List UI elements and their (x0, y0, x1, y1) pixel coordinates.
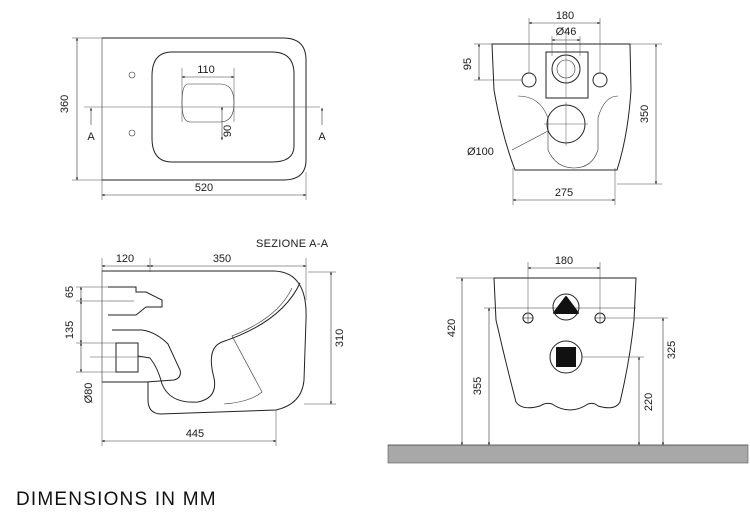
bowl-outline-rear (491, 43, 632, 171)
dim-base-width: 275 (555, 187, 573, 199)
section-mark-left: A (87, 131, 95, 143)
dim-rim-height: 355 (472, 377, 484, 395)
seat-hole-bottom (128, 129, 136, 137)
bowl-opening-top (151, 51, 295, 163)
dim-depth: 360 (59, 95, 71, 113)
dim-outlet-diameter-section: Ø80 (83, 383, 95, 404)
outlet-symbol (556, 347, 576, 367)
front-view: 180 420 355 325 220 (387, 255, 749, 464)
bowl-cavity-section (137, 282, 301, 403)
dim-height-rear: 350 (639, 105, 651, 123)
dim-seat-width: 110 (197, 64, 215, 76)
dim-outlet-height: 220 (643, 393, 655, 411)
trap-inner-section (223, 287, 293, 405)
outlet-pipe-section (112, 329, 181, 383)
section-mark-right: A (318, 131, 326, 143)
dim-outlet-diameter-rear: Ø100 (467, 146, 494, 158)
rear-view: 180 Ø46 95 350 Ø100 275 (462, 10, 662, 205)
dim-fixing-spacing-rear: 180 (556, 10, 574, 22)
dim-inlet-height-rear: 95 (462, 58, 474, 70)
dim-seat-depth: 90 (222, 125, 234, 137)
leader-outlet-diameter (511, 130, 549, 151)
dim-fixing-height: 325 (666, 341, 678, 359)
dim-outlet-offset: 135 (64, 321, 76, 339)
dim-fixing-spacing-front: 180 (555, 255, 573, 267)
fixing-hole-right-rear (592, 72, 608, 88)
dim-height-section: 310 (334, 329, 346, 347)
dim-inlet-height-section: 65 (64, 286, 76, 298)
seat-hole-top (128, 71, 136, 79)
floor (387, 444, 749, 464)
flush-symbol (553, 296, 579, 314)
dim-width: 520 (195, 182, 213, 194)
section-view: SEZIONE A-A 120 350 65 135 Ø80 310 44 (64, 238, 346, 446)
caption-dimensions: DIMENSIONS IN MM (16, 489, 217, 510)
fixing-hole-left-rear (521, 72, 537, 88)
inlet-pipe-section (108, 286, 163, 316)
dim-inlet-diameter: Ø46 (556, 26, 577, 38)
flush-symbol-ring (552, 293, 580, 321)
bowl-outline-section (102, 270, 307, 415)
dim-front-length: 350 (213, 253, 231, 265)
bowl-outline-top (102, 37, 307, 181)
inlet-block-rear (545, 51, 589, 99)
dim-rear-offset: 120 (116, 253, 134, 265)
dim-total-length: 445 (186, 428, 204, 440)
section-title: SEZIONE A-A (256, 238, 329, 250)
dim-total-height: 420 (446, 319, 458, 337)
top-view: 110 90 360 520 A A (59, 37, 326, 200)
bowl-inner-top (181, 83, 235, 123)
bowl-inner-rear (517, 95, 619, 169)
bowl-outline-front (493, 277, 637, 411)
outlet-mouth-section (115, 342, 139, 373)
